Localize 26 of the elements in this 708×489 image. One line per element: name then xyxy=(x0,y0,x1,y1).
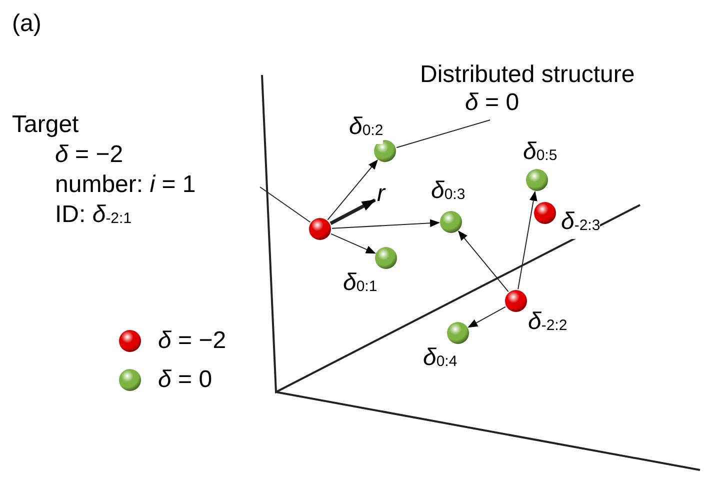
sphere-icon xyxy=(440,211,462,233)
legend-text: δ = −2 xyxy=(158,327,226,355)
sphere-icon xyxy=(447,322,469,344)
legend-text: δ = 0 xyxy=(158,366,212,394)
sphere-icon xyxy=(374,140,396,162)
annotation-text: δ = −2 xyxy=(55,140,124,170)
annotation-text: number: i = 1 xyxy=(55,170,196,200)
arrow xyxy=(330,233,376,254)
arrow xyxy=(458,230,509,292)
sphere-icon xyxy=(375,247,397,269)
sphere-icon xyxy=(309,218,331,240)
sphere-icon xyxy=(526,169,548,191)
arrow xyxy=(331,219,440,229)
leader-line xyxy=(396,120,490,148)
leader-line xyxy=(260,186,311,223)
arrow xyxy=(518,190,538,290)
heading-text: Distributed structure xyxy=(420,60,635,90)
sphere-icon xyxy=(505,290,527,312)
annotation-text: δ = 0 xyxy=(465,88,520,118)
arrow xyxy=(327,159,378,220)
heading-text: Target xyxy=(12,110,79,140)
arrow xyxy=(468,306,506,328)
arrow xyxy=(330,198,376,225)
panel-label: (a) xyxy=(12,10,42,38)
edge-label: r xyxy=(377,182,385,206)
sphere-icon xyxy=(534,202,556,224)
